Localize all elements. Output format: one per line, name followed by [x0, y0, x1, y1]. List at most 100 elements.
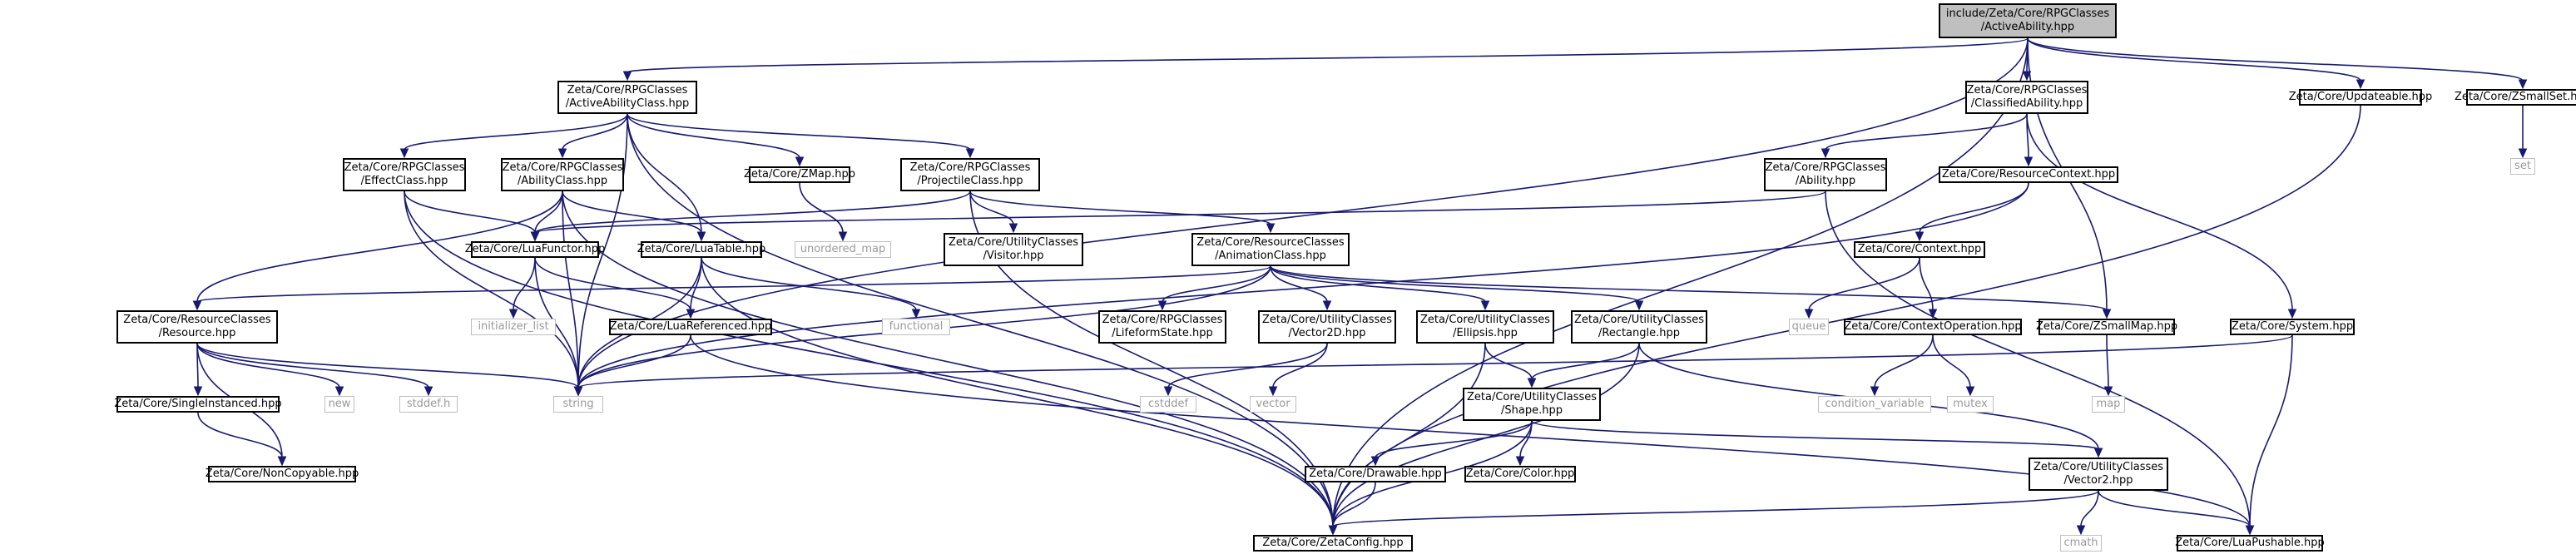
arrowhead-shape-to-drawable	[1370, 456, 1380, 467]
edge-abilityclass-to-resource	[196, 190, 563, 303]
node-effectclass[interactable]: Zeta/Core/RPGClasses/EffectClass.hpp	[343, 158, 466, 191]
node-context[interactable]: Zeta/Core/Context.hpp	[1854, 241, 1985, 258]
node-label: /EffectClass.hpp	[360, 175, 448, 187]
arrowhead-projectileclass-to-animationclass	[1266, 223, 1276, 234]
node-contextoperation[interactable]: Zeta/Core/ContextOperation.hpp	[1844, 319, 2022, 335]
node-visitor[interactable]: Zeta/Core/UtilityClasses/Visitor.hpp	[944, 233, 1083, 266]
edge-animationclass-to-zsmallmap	[1270, 265, 2108, 311]
node-label: Zeta/Core/Color.hpp	[1465, 467, 1575, 480]
node-label: Zeta/Core/UtilityClasses	[1466, 391, 1598, 403]
node-ellipsis[interactable]: Zeta/Core/UtilityClasses/Ellipsis.hpp	[1416, 310, 1554, 344]
arrowhead-contextoperation-to-mutex	[1965, 386, 1975, 397]
arrowhead-vector2d-to-cstddef	[1163, 386, 1173, 397]
arrowhead-animationclass-to-vector2d	[1322, 300, 1332, 311]
edge-animationclass-to-vector2d	[1270, 265, 1328, 303]
arrowhead-luafunctor-to-initializer_list	[508, 309, 518, 319]
arrowhead-animationclass-to-zsmallmap	[2102, 309, 2112, 319]
node-zsmallmap[interactable]: Zeta/Core/ZSmallMap.hpp	[2036, 319, 2177, 335]
arrowhead-luareferenced-to-string	[573, 386, 583, 397]
edge-resource-to-stddef	[196, 343, 429, 388]
arrowhead-singleinstanced-to-noncopyable	[277, 456, 287, 467]
node-animationclass[interactable]: Zeta/Core/ResourceClasses/AnimationClass…	[1191, 233, 1350, 266]
node-label: Zeta/Core/System.hpp	[2231, 320, 2354, 333]
node-zmap[interactable]: Zeta/Core/ZMap.hpp	[744, 166, 855, 183]
edge-luafunctor-to-luareferenced	[534, 257, 691, 311]
arrowhead-activeability-to-updateable	[2356, 79, 2365, 90]
arrowhead-activeability-to-activeabilityclass	[622, 71, 632, 82]
arrowhead-zsmallmap-to-map	[2103, 386, 2113, 397]
node-stddef: stddef.h	[399, 396, 458, 413]
edge-shape-to-drawable	[1375, 420, 1533, 458]
arrowhead-activeability-to-zsmallset	[2518, 79, 2528, 90]
node-shape[interactable]: Zeta/Core/UtilityClasses/Shape.hpp	[1463, 388, 1601, 421]
edge-luafunctor-to-string	[534, 257, 579, 388]
node-vector2[interactable]: Zeta/Core/UtilityClasses/Vector2.hpp	[2029, 458, 2168, 491]
node-initializer-list: initializer_list	[471, 319, 556, 335]
arrowhead-zmap-to-unordered_map	[838, 231, 848, 242]
edge-activeabilityclass-to-effectclass	[404, 113, 628, 151]
edge-animationclass-to-resource	[196, 265, 1271, 303]
node-label: /Shape.hpp	[1501, 404, 1563, 417]
edge-vector2d-to-cstddef	[1167, 343, 1328, 388]
node-system[interactable]: Zeta/Core/System.hpp	[2230, 319, 2355, 335]
node-label: cmath	[2063, 537, 2098, 549]
arrowhead-activeability-to-classifiedability	[2022, 71, 2032, 82]
node-rectangle[interactable]: Zeta/Core/UtilityClasses/Rectangle.hpp	[1571, 310, 1707, 344]
arrowhead-resource-to-singleinstanced	[193, 386, 203, 397]
node-projectileclass[interactable]: Zeta/Core/RPGClasses/ProjectileClass.hpp	[900, 158, 1040, 191]
edge-animationclass-to-rectangle	[1270, 265, 1640, 303]
node-abilityclass[interactable]: Zeta/Core/RPGClasses/AbilityClass.hpp	[501, 158, 624, 191]
edge-activeability-to-zetaconfig	[1332, 37, 2029, 527]
edge-luatable-to-luareferenced	[690, 257, 702, 311]
edge-ability-to-luafunctor	[534, 190, 1826, 234]
node-zsmallset[interactable]: Zeta/Core/ZSmallSet.hpp	[2455, 89, 2576, 106]
arrowhead-animationclass-to-ellipsis	[1480, 300, 1490, 311]
node-label: /Rectangle.hpp	[1598, 327, 1680, 339]
node-singleinstanced[interactable]: Zeta/Core/SingleInstanced.hpp	[114, 396, 282, 413]
arrowhead-vector2-to-cmath	[2076, 525, 2086, 536]
edge-drawable-to-zetaconfig	[1332, 482, 1376, 527]
node-luareferenced[interactable]: Zeta/Core/LuaReferenced.hpp	[609, 319, 772, 335]
node-vector2d[interactable]: Zeta/Core/UtilityClasses/Vector2D.hpp	[1258, 310, 1396, 344]
node-resource[interactable]: Zeta/Core/ResourceClasses/Resource.hpp	[116, 310, 278, 344]
edge-activeabilityclass-to-luatable	[627, 113, 702, 234]
edge-activeability-to-zsmallset	[2027, 37, 2524, 82]
node-lifeformstate[interactable]: Zeta/Core/RPGClasses/LifeformState.hpp	[1098, 310, 1226, 344]
edge-system-to-string	[577, 334, 2293, 388]
node-label: Zeta/Core/RPGClasses	[1102, 314, 1223, 326]
node-set: set	[2510, 158, 2535, 175]
node-noncopyable[interactable]: Zeta/Core/NonCopyable.hpp	[205, 466, 359, 482]
node-label: Zeta/Core/ResourceClasses	[1196, 236, 1345, 249]
arrowhead-classifiedability-to-resourcecontext	[2024, 156, 2034, 167]
node-label: Zeta/Core/RPGClasses	[1765, 161, 1886, 174]
edge-vector2-to-luapushable	[2098, 490, 2251, 527]
node-color[interactable]: Zeta/Core/Color.hpp	[1464, 466, 1576, 482]
edge-resource-to-new	[196, 343, 340, 388]
arrowhead-activeabilityclass-to-abilityclass	[557, 148, 567, 159]
edge-projectileclass-to-visitor	[969, 190, 1014, 225]
node-vector: vector	[1250, 396, 1296, 413]
node-activeabilityclass[interactable]: Zeta/Core/RPGClasses/ActiveAbilityClass.…	[557, 81, 697, 114]
node-label: /Ability.hpp	[1795, 175, 1856, 187]
node-classifiedability[interactable]: Zeta/Core/RPGClasses/ClassifiedAbility.h…	[1965, 81, 2088, 114]
node-updateable[interactable]: Zeta/Core/Updateable.hpp	[2289, 89, 2432, 106]
node-map: map	[2092, 396, 2125, 413]
node-zetaconfig[interactable]: Zeta/Core/ZetaConfig.hpp	[1253, 535, 1413, 552]
node-label: Zeta/Core/NonCopyable.hpp	[205, 467, 359, 480]
node-unordered-map: unordered_map	[795, 241, 891, 258]
node-drawable[interactable]: Zeta/Core/Drawable.hpp	[1305, 466, 1446, 482]
node-label: queue	[1791, 320, 1826, 333]
node-luatable[interactable]: Zeta/Core/LuaTable.hpp	[637, 241, 765, 258]
node-luapushable[interactable]: Zeta/Core/LuaPushable.hpp	[2175, 535, 2325, 552]
edge-rectangle-to-shape	[1531, 343, 1640, 380]
node-label: unordered_map	[800, 243, 886, 255]
arrowhead-vector2d-to-vector	[1268, 386, 1278, 397]
node-activeability[interactable]: include/Zeta/Core/RPGClasses/ActiveAbili…	[1939, 3, 2117, 38]
edge-activeabilityclass-to-abilityclass	[562, 113, 628, 151]
node-resourcecontext[interactable]: Zeta/Core/ResourceContext.hpp	[1939, 166, 2118, 183]
node-ability[interactable]: Zeta/Core/RPGClasses/Ability.hpp	[1764, 158, 1887, 191]
edge-abilityclass-to-zetaconfig	[562, 190, 1334, 527]
node-label: /Visitor.hpp	[983, 250, 1044, 262]
node-luafunctor[interactable]: Zeta/Core/LuaFunctor.hpp	[465, 241, 605, 258]
